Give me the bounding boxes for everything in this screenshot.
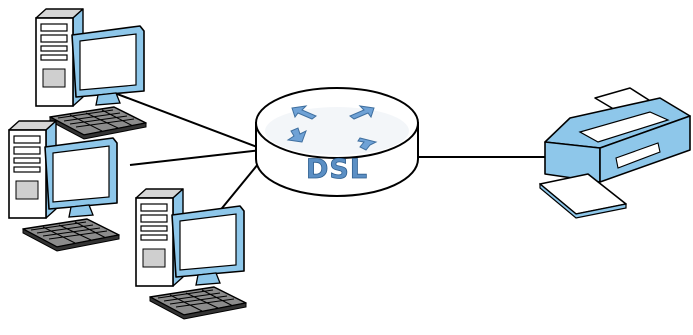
dsl-router: DSL [256,88,418,196]
router-label: DSL [306,154,368,185]
desktop-computer-icon [136,189,246,319]
printer-icon [540,88,690,218]
desktop-computer-icon [9,121,119,251]
link-computer-2-router [130,150,262,165]
desktop-computer-icon [36,9,146,139]
